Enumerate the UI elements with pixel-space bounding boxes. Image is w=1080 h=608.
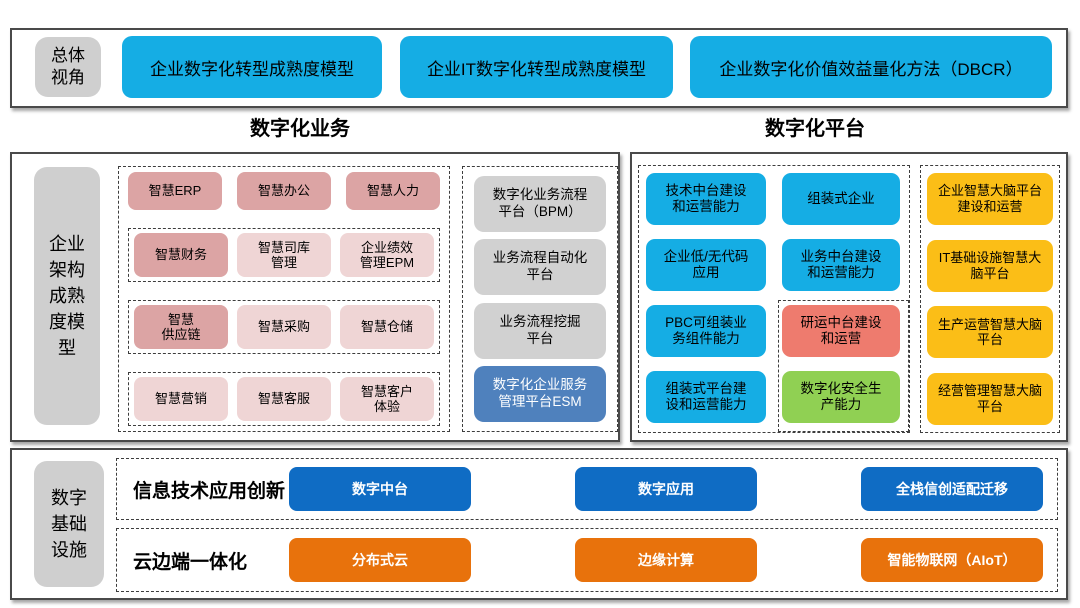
cloud-edge-row: 云边端一体化 分布式云 边缘计算 智能物联网（AIoT） — [116, 528, 1058, 592]
process-automation-box: 业务流程自动化 平台 — [474, 239, 606, 296]
it-innovation-boxes: 数字中台 数字应用 全栈信创适配迁移 — [289, 467, 1043, 511]
smart-procurement-box: 智慧采购 — [237, 305, 331, 349]
smart-marketing-box: 智慧营销 — [134, 377, 228, 421]
overview-panel: 总体 视角 企业数字化转型成熟度模型 企业IT数字化转型成熟度模型 企业数字化价… — [10, 28, 1068, 108]
smart-erp-box: 智慧ERP — [128, 172, 222, 210]
devops-middle-platform-box: 研运中台建设 和运营 — [782, 305, 900, 357]
it-innovation-row: 信息技术应用创新 数字中台 数字应用 全栈信创适配迁移 — [116, 458, 1058, 520]
digital-middle-platform-box: 数字中台 — [289, 467, 471, 511]
low-code-box: 企业低/无代码 应用 — [646, 239, 766, 291]
cloud-edge-title: 云边端一体化 — [133, 551, 248, 573]
app-row-4: 智慧营销 智慧客服 智慧客户 体验 — [128, 372, 440, 426]
esm-platform-box: 数字化企业服务 管理平台ESM — [474, 365, 606, 422]
bpm-platform-box: 数字化业务流程 平台（BPM） — [474, 176, 606, 232]
digital-application-box: 数字应用 — [575, 467, 757, 511]
digital-security-box: 数字化安全生 产能力 — [782, 371, 900, 423]
app-row-2: 智慧财务 智慧司库 管理 企业绩效 管理EPM — [128, 228, 440, 282]
customer-experience-box: 智慧客户 体验 — [340, 377, 434, 421]
distributed-cloud-box: 分布式云 — [289, 538, 471, 582]
smart-supply-chain-box: 智慧 供应链 — [134, 305, 228, 349]
business-panel: 企业 架构 成熟 度模 型 智慧ERP 智慧办公 智慧人力 智慧财务 智慧司库 … — [10, 152, 620, 442]
aiot-box: 智能物联网（AIoT） — [861, 538, 1043, 582]
edge-computing-box: 边缘计算 — [575, 538, 757, 582]
it-infra-brain-box: IT基础设施智慧大 脑平台 — [927, 239, 1053, 292]
smart-brain-area: 企业智慧大脑平台 建设和运营 IT基础设施智慧大 脑平台 生产运营智慧大脑 平台… — [920, 165, 1060, 433]
tech-middle-platform-box: 技术中台建设 和运营能力 — [646, 173, 766, 225]
smart-finance-box: 智慧财务 — [134, 233, 228, 277]
pbc-components-box: PBC可组装业 务组件能力 — [646, 305, 766, 357]
platform-section-header: 数字化平台 — [765, 118, 865, 140]
smart-office-box: 智慧办公 — [237, 172, 331, 210]
app-row-3: 智慧 供应链 智慧采购 智慧仓储 — [128, 300, 440, 354]
platform-panel: 技术中台建设 和运营能力 组装式企业 企业低/无代码 应用 业务中台建设 和运营… — [630, 152, 1068, 442]
infrastructure-panel: 数字 基础 设施 信息技术应用创新 数字中台 数字应用 全栈信创适配迁移 云边端… — [10, 448, 1068, 600]
smart-hr-box: 智慧人力 — [346, 172, 440, 210]
epm-box: 企业绩效 管理EPM — [340, 233, 434, 277]
composable-enterprise-box: 组装式企业 — [782, 173, 900, 225]
process-platform-area: 数字化业务流程 平台（BPM） 业务流程自动化 平台 业务流程挖掘 平台 数字化… — [462, 166, 618, 432]
process-mining-box: 业务流程挖掘 平台 — [474, 302, 606, 359]
management-brain-box: 经营管理智慧大脑 平台 — [927, 372, 1053, 425]
digital-infrastructure-label: 数字 基础 设施 — [34, 461, 104, 587]
business-apps-area: 智慧ERP 智慧办公 智慧人力 智慧财务 智慧司库 管理 企业绩效 管理EPM … — [118, 166, 450, 432]
business-section-header: 数字化业务 — [250, 118, 350, 140]
app-row-1: 智慧ERP 智慧办公 智慧人力 — [128, 172, 440, 210]
enterprise-brain-box: 企业智慧大脑平台 建设和运营 — [927, 173, 1053, 225]
dbcr-method-box: 企业数字化价值效益量化方法（DBCR） — [690, 36, 1052, 98]
smart-service-box: 智慧客服 — [237, 377, 331, 421]
cloud-edge-boxes: 分布式云 边缘计算 智能物联网（AIoT） — [289, 538, 1043, 582]
full-stack-migration-box: 全栈信创适配迁移 — [861, 467, 1043, 511]
it-innovation-title: 信息技术应用创新 — [133, 480, 286, 502]
maturity-model-box: 企业数字化转型成熟度模型 — [122, 36, 382, 98]
composable-platform-box: 组装式平台建 设和运营能力 — [646, 371, 766, 423]
treasury-management-box: 智慧司库 管理 — [237, 233, 331, 277]
it-maturity-model-box: 企业IT数字化转型成熟度模型 — [400, 36, 673, 98]
production-brain-box: 生产运营智慧大脑 平台 — [927, 306, 1053, 359]
enterprise-architecture-label: 企业 架构 成熟 度模 型 — [34, 167, 100, 425]
smart-warehouse-box: 智慧仓储 — [340, 305, 434, 349]
platform-capabilities-area: 技术中台建设 和运营能力 组装式企业 企业低/无代码 应用 业务中台建设 和运营… — [638, 165, 910, 433]
overview-label: 总体 视角 — [35, 37, 101, 97]
business-middle-platform-box: 业务中台建设 和运营能力 — [782, 239, 900, 291]
